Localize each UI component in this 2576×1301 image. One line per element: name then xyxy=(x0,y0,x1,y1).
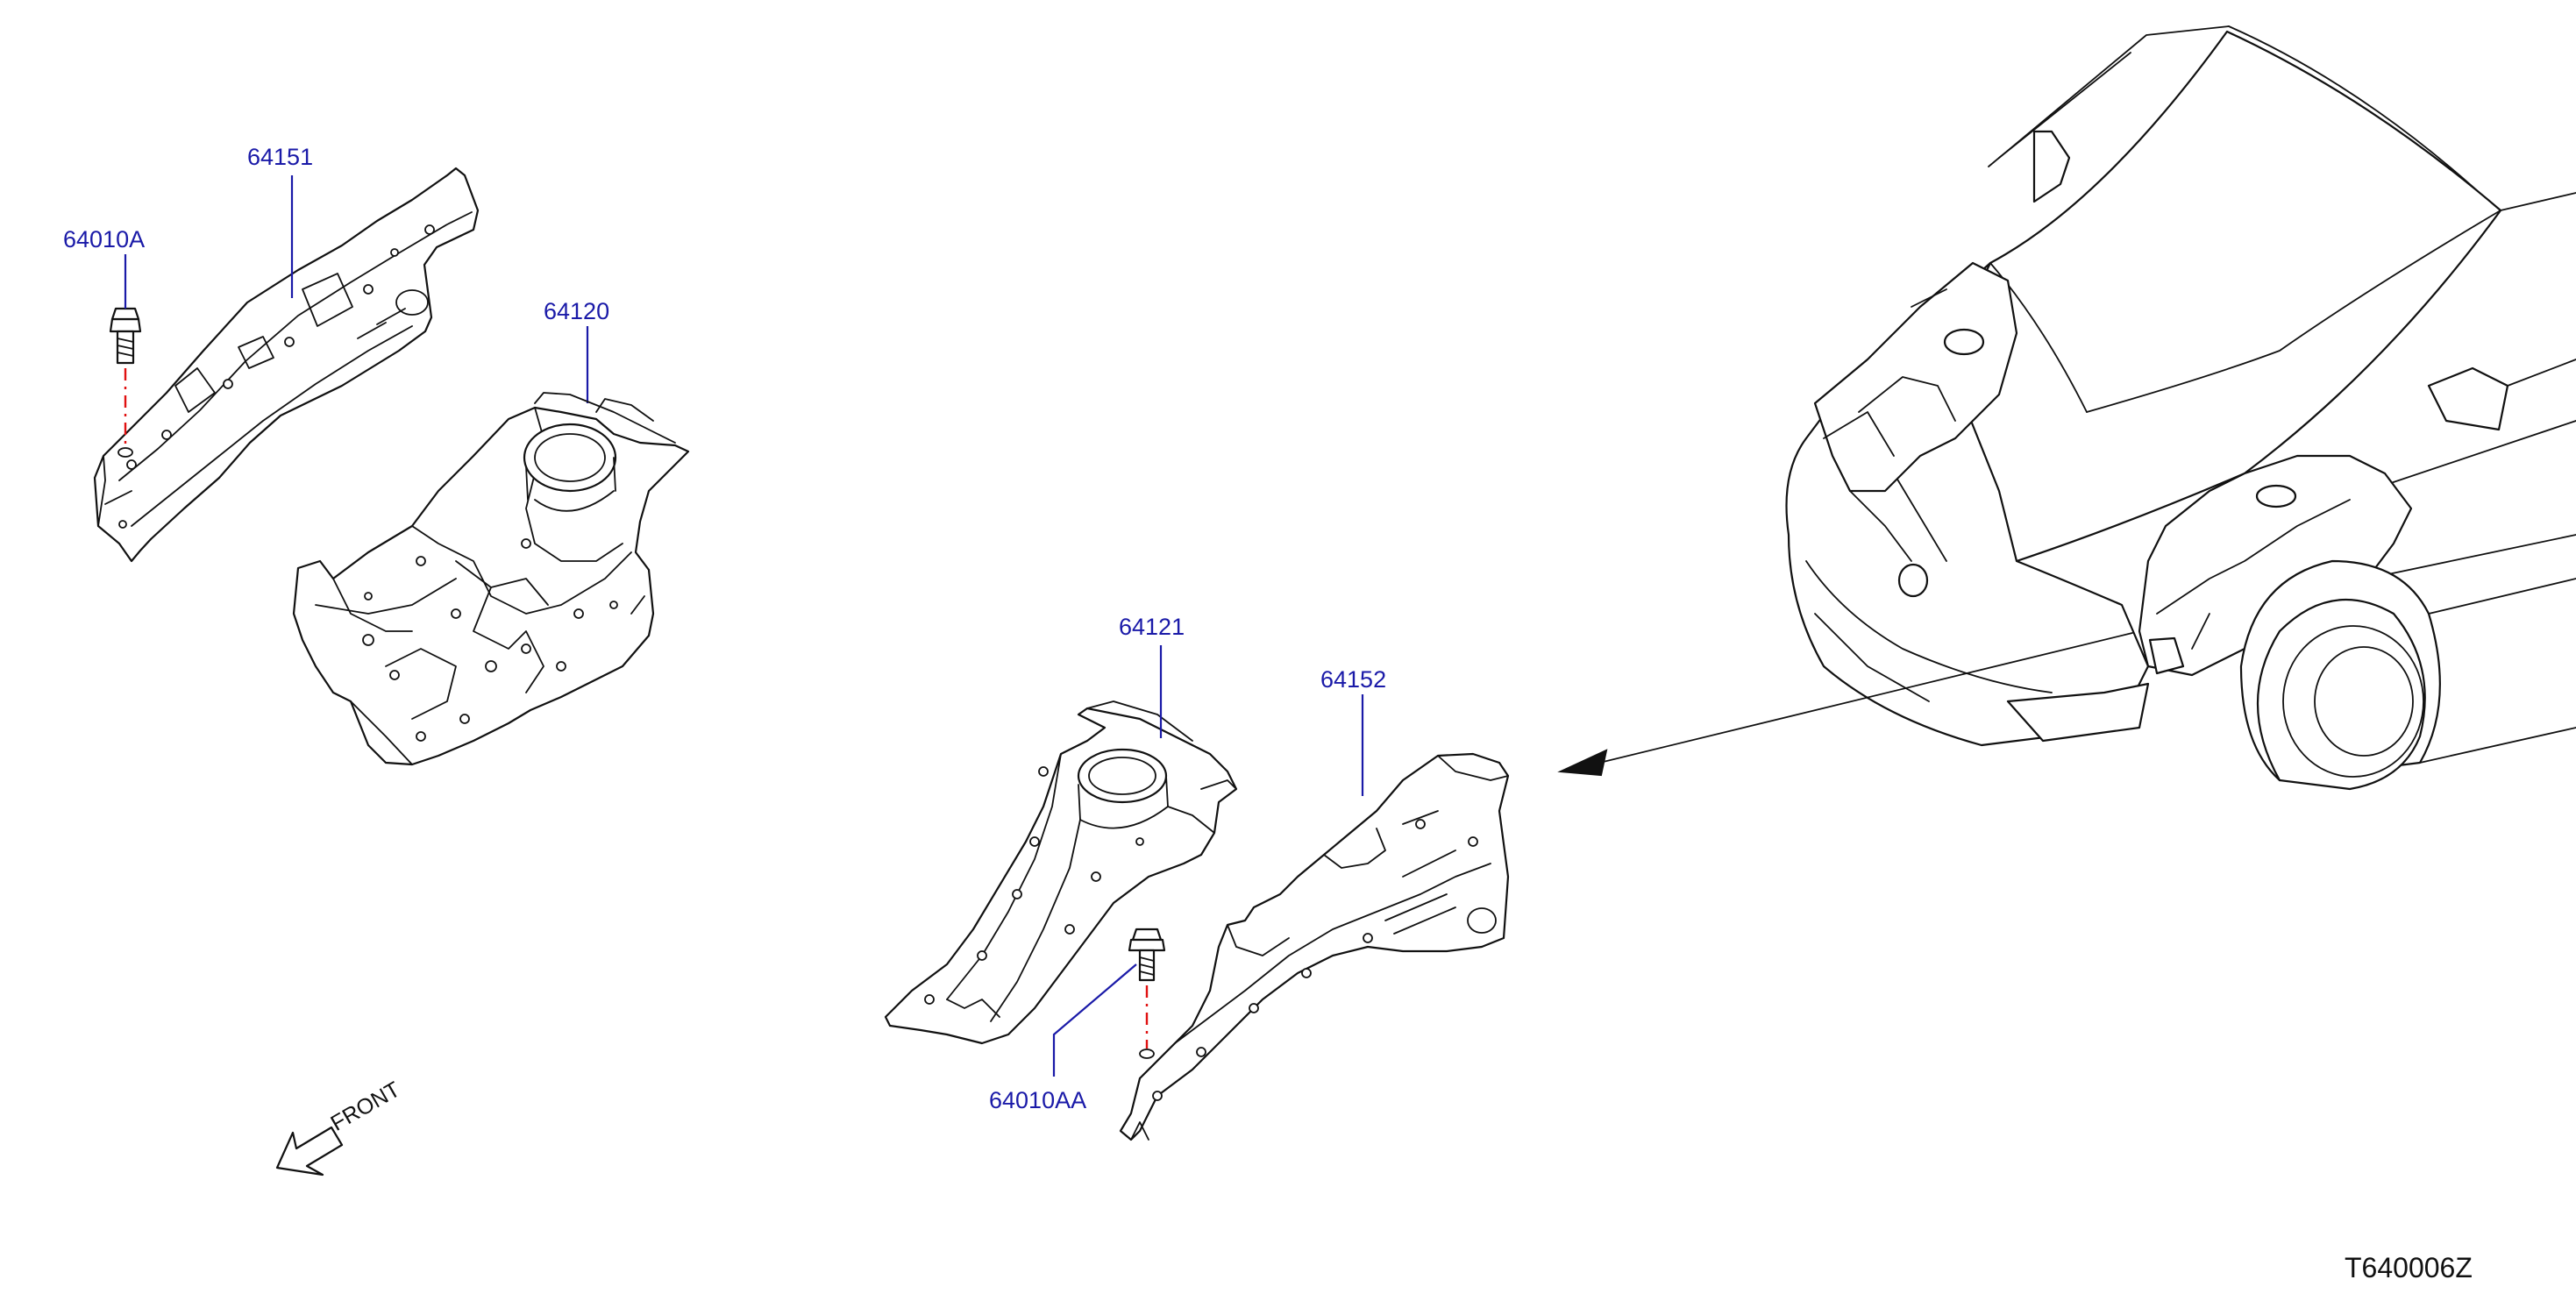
vehicle-outline xyxy=(1785,25,2576,791)
callout-arrow xyxy=(1557,632,2133,777)
label-64010A: 64010A xyxy=(63,226,146,252)
part-64152-upper-member xyxy=(1119,752,1510,1141)
label-64152: 64152 xyxy=(1320,666,1387,693)
bolt-64010A xyxy=(109,307,142,458)
leader-64010AA xyxy=(1052,963,1137,1077)
bolt-64010AA xyxy=(1128,928,1166,1059)
label-64121: 64121 xyxy=(1119,614,1185,640)
label-64151: 64151 xyxy=(247,144,314,170)
front-arrow-icon xyxy=(275,1126,344,1177)
label-64010AA: 64010AA xyxy=(989,1087,1087,1113)
label-64120: 64120 xyxy=(544,298,610,324)
part-64151-upper-member xyxy=(93,167,480,563)
drawing-code: T640006Z xyxy=(2345,1252,2473,1283)
part-64120-hoodledge xyxy=(292,392,690,766)
part-64121-hoodledge xyxy=(884,700,1238,1045)
